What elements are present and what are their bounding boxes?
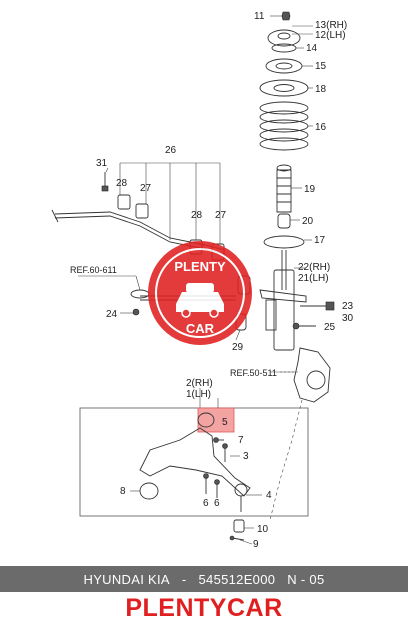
dust-cover-ring — [271, 43, 304, 53]
footer-page: N - 05 — [287, 571, 325, 587]
lower-arm-frame — [79, 388, 309, 517]
callout-24: 24 — [106, 309, 118, 320]
strut-bolt — [292, 301, 335, 330]
callout-21: 21(LH) — [298, 273, 329, 284]
arm-bolts — [203, 437, 228, 498]
spring-lower-pad — [263, 235, 312, 249]
ref-60-611: REF.60-611 — [70, 265, 117, 275]
callout-13: 13(RH) — [315, 20, 347, 31]
callout-12: 12(LH) — [315, 30, 346, 41]
footer-bar: HYUNDAI KIA - 545512E000 N - 05 — [0, 566, 408, 592]
insulator-assembly — [267, 25, 313, 47]
callout-8: 8 — [120, 486, 126, 497]
ball-joint-nut — [229, 519, 245, 541]
callout-16: 16 — [315, 122, 327, 133]
callout-18: 18 — [315, 84, 327, 95]
callout-27-left: 27 — [140, 183, 152, 194]
callout-14: 14 — [306, 43, 318, 54]
callout-6-right: 6 — [214, 498, 220, 509]
callout-3: 3 — [243, 451, 249, 462]
lower-arm-highlight — [197, 407, 235, 433]
callout-28-right: 28 — [191, 210, 203, 221]
footer-make: HYUNDAI KIA — [83, 571, 170, 587]
parts-diagram: 11 13(RH) 12(LH) 14 15 18 16 31 26 28 27… — [51, 11, 354, 550]
callout-15: 15 — [315, 61, 327, 72]
callout-29: 29 — [232, 342, 244, 353]
callout-1: 1(LH) — [186, 389, 211, 400]
callout-22: 22(RH) — [298, 262, 330, 273]
strut-top-nut — [270, 11, 291, 21]
watermark-text-top: PLENTY — [174, 259, 226, 274]
watermark-seal: PLENTY CAR — [148, 241, 252, 345]
brand-text: PLENTYCAR — [125, 594, 283, 622]
callout-10: 10 — [257, 524, 269, 535]
callout-31: 31 — [96, 158, 108, 169]
callout-26: 26 — [165, 145, 177, 156]
footer-separator: - — [181, 571, 187, 587]
callout-30: 30 — [342, 313, 354, 324]
callout-6-left: 6 — [203, 498, 209, 509]
callout-28-left: 28 — [116, 178, 128, 189]
callout-7: 7 — [238, 435, 244, 446]
bracket-bolt — [101, 172, 109, 192]
callout-5: 5 — [222, 417, 228, 428]
stabilizer-bushing-left — [117, 194, 149, 219]
coil-spring — [259, 101, 313, 151]
steering-knuckle — [269, 347, 331, 521]
spring-upper-seat — [259, 79, 313, 97]
callout-23: 23 — [342, 301, 354, 312]
ref-50-511: REF.50-511 — [230, 368, 277, 378]
strut-assembly — [259, 250, 307, 351]
callout-11: 11 — [254, 11, 265, 22]
callout-25: 25 — [324, 322, 336, 333]
callout-27-right: 27 — [215, 210, 227, 221]
bump-stopper — [277, 213, 300, 229]
ball-joint — [234, 483, 248, 512]
callout-9: 9 — [253, 539, 259, 550]
callout-2: 2(RH) — [186, 378, 213, 389]
callout-17: 17 — [314, 235, 326, 246]
dust-boot — [276, 164, 302, 213]
leader-lines — [78, 162, 296, 545]
watermark-text-bottom: CAR — [186, 321, 215, 336]
callout-19: 19 — [304, 184, 316, 195]
callout-4: 4 — [266, 490, 272, 501]
bearing — [265, 58, 313, 74]
footer-part-number: 545512E000 — [198, 571, 276, 587]
callout-20: 20 — [302, 216, 314, 227]
